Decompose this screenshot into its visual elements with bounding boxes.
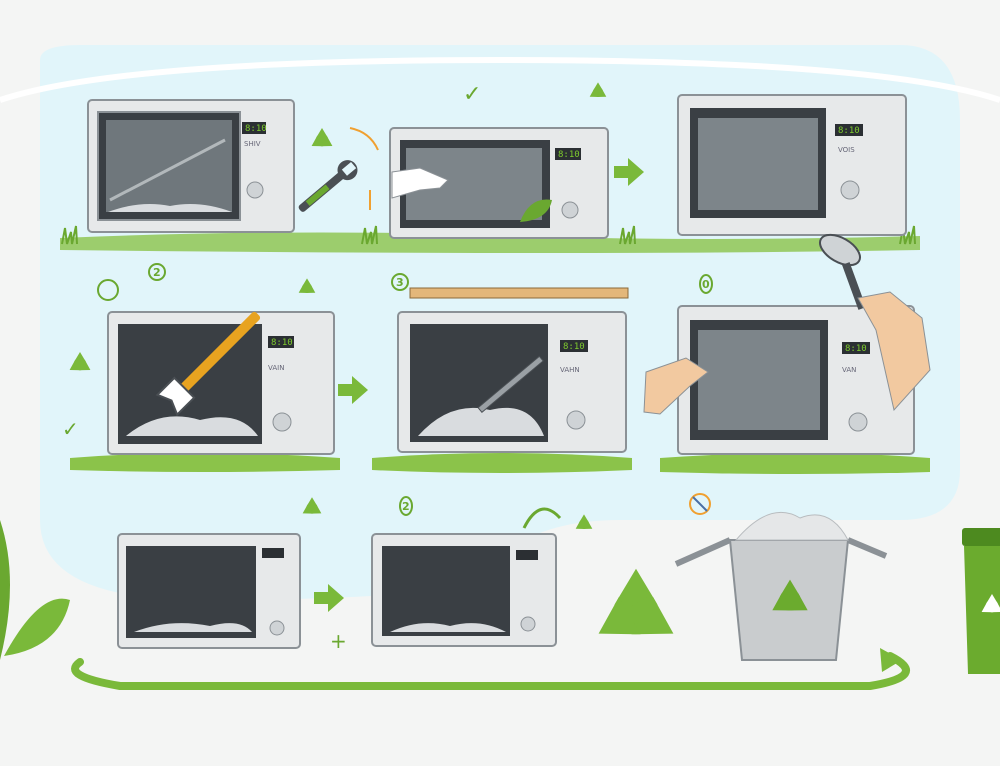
hammer-icon (155, 311, 261, 417)
checkmark-icon: ✓ (62, 417, 79, 441)
leaf-icon (0, 520, 70, 660)
grass-strip-row2b (372, 453, 632, 473)
step-marker: 3 (396, 276, 404, 289)
checkmark-icon: ✓ (463, 82, 481, 107)
panel-label: VAN (842, 366, 856, 374)
flow-loop-arrow (71, 652, 910, 690)
outer-bubble (0, 56, 1000, 103)
microwave-step-1: 8:10 SHIV (87, 99, 295, 233)
crowbar-icon (477, 355, 544, 414)
lcd-display: 8:10 (563, 342, 585, 352)
plus-icon: + (330, 629, 347, 653)
board-icon (409, 287, 629, 299)
microwave-step-4: 8:10 VAIN (107, 311, 335, 455)
sparkle-icon (97, 279, 119, 301)
lcd-display: 8:10 (271, 338, 293, 348)
recycle-bin-icon (674, 511, 888, 661)
recycle-symbol-icon (587, 568, 685, 653)
leaf-icon (520, 199, 552, 222)
panel-label: VAHN (560, 366, 580, 374)
microwave-step-7 (117, 533, 301, 649)
step-marker: 2 (402, 500, 410, 513)
microwave-step-8 (371, 533, 557, 647)
grass-strip-row1 (60, 232, 920, 253)
panel-label: VAIN (268, 364, 284, 372)
hand-icon (857, 291, 931, 412)
panel-label: SHIV (244, 140, 261, 148)
microwave-step-3: 8:10 VOIS (677, 94, 907, 236)
rotate-arrows-icon (349, 127, 379, 151)
loop-arrowhead (880, 648, 902, 672)
step-marker: 2 (153, 266, 161, 279)
lcd-display: 8:10 (558, 150, 580, 160)
trash-bin-icon (962, 528, 1000, 674)
microwave-step-6: 8:10 VAN (677, 305, 915, 455)
lcd-display: 8:10 (245, 124, 267, 134)
hand-icon (391, 167, 449, 199)
hand-icon (643, 357, 709, 415)
wrench-icon (298, 160, 358, 212)
step-marker: 0 (702, 278, 710, 291)
grass-strip-row2 (70, 453, 340, 472)
panel-label: VOIS (838, 146, 855, 154)
lcd-display: 8:10 (845, 344, 867, 354)
grass-strip-row2c (660, 453, 930, 474)
no-symbol-icon (689, 493, 711, 515)
rotate-arrow-icon (522, 507, 562, 529)
lcd-display: 8:10 (838, 126, 860, 136)
